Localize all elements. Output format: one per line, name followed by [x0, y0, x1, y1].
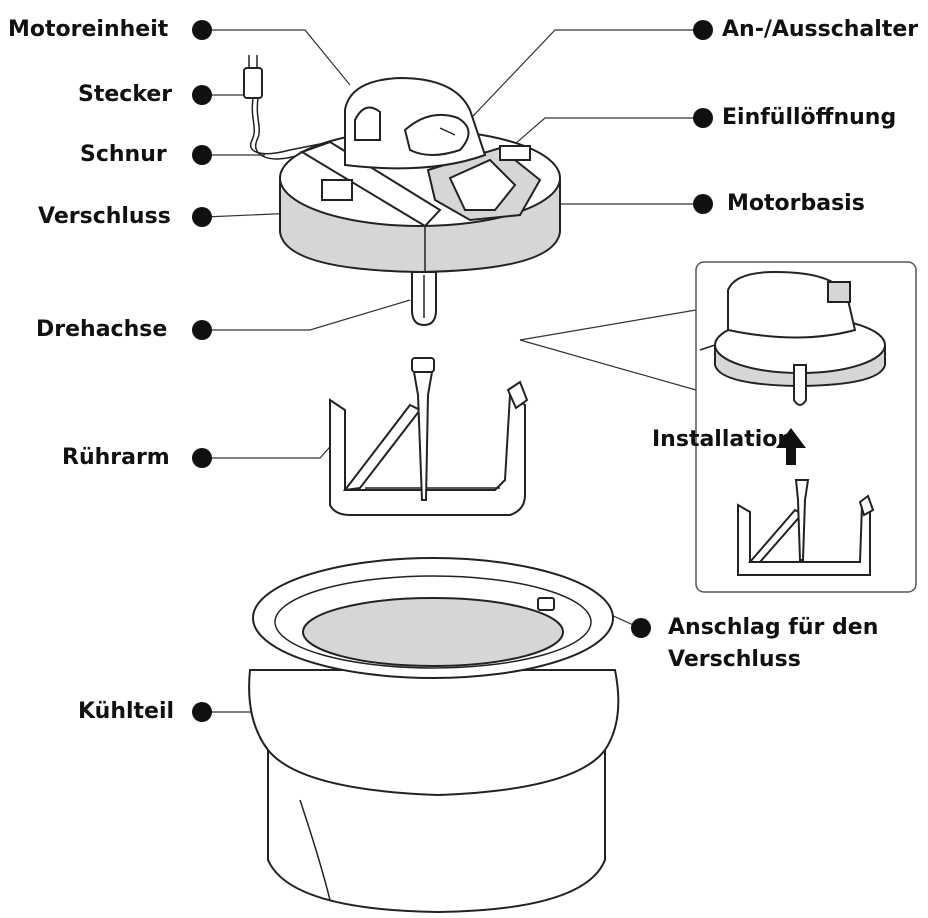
filling-opening-marker — [693, 108, 713, 128]
paddle — [329, 357, 529, 516]
lock-marker — [192, 207, 212, 227]
motor-unit-marker — [192, 20, 212, 40]
lock-stop-marker — [631, 618, 651, 638]
installation-inset — [695, 261, 917, 593]
drive-axle — [411, 271, 437, 327]
power-cord — [249, 97, 333, 160]
label-filling-opening: Einfüllöffnung — [722, 105, 897, 130]
label-paddle: Rührarm — [62, 445, 170, 470]
cooling-bowl-marker — [192, 702, 212, 722]
label-lock-stop-line2: Verschluss — [668, 647, 801, 672]
switch-marker — [693, 20, 713, 40]
leader-lines — [204, 29, 700, 713]
axle-marker — [192, 320, 212, 340]
cooling-bowl — [248, 557, 620, 914]
label-motor-base: Motorbasis — [727, 191, 865, 216]
cord-marker — [192, 145, 212, 165]
label-switch: An-/Ausschalter — [722, 17, 919, 42]
power-plug — [243, 55, 263, 99]
label-installation: Installation — [652, 427, 794, 452]
motor-base-marker — [693, 194, 713, 214]
label-axle: Drehachse — [36, 317, 168, 342]
label-lock: Verschluss — [38, 204, 171, 229]
label-cooling-bowl: Kühlteil — [78, 699, 175, 724]
plug-marker — [192, 85, 212, 105]
label-plug: Stecker — [78, 82, 173, 107]
label-lock-stop-line1: Anschlag für den — [668, 615, 879, 640]
label-cord: Schnur — [80, 142, 167, 167]
motor-unit — [344, 76, 487, 170]
label-motor-unit: Motoreinheit — [8, 17, 169, 42]
paddle-marker — [192, 448, 212, 468]
installation-arrow-icon — [776, 428, 806, 465]
